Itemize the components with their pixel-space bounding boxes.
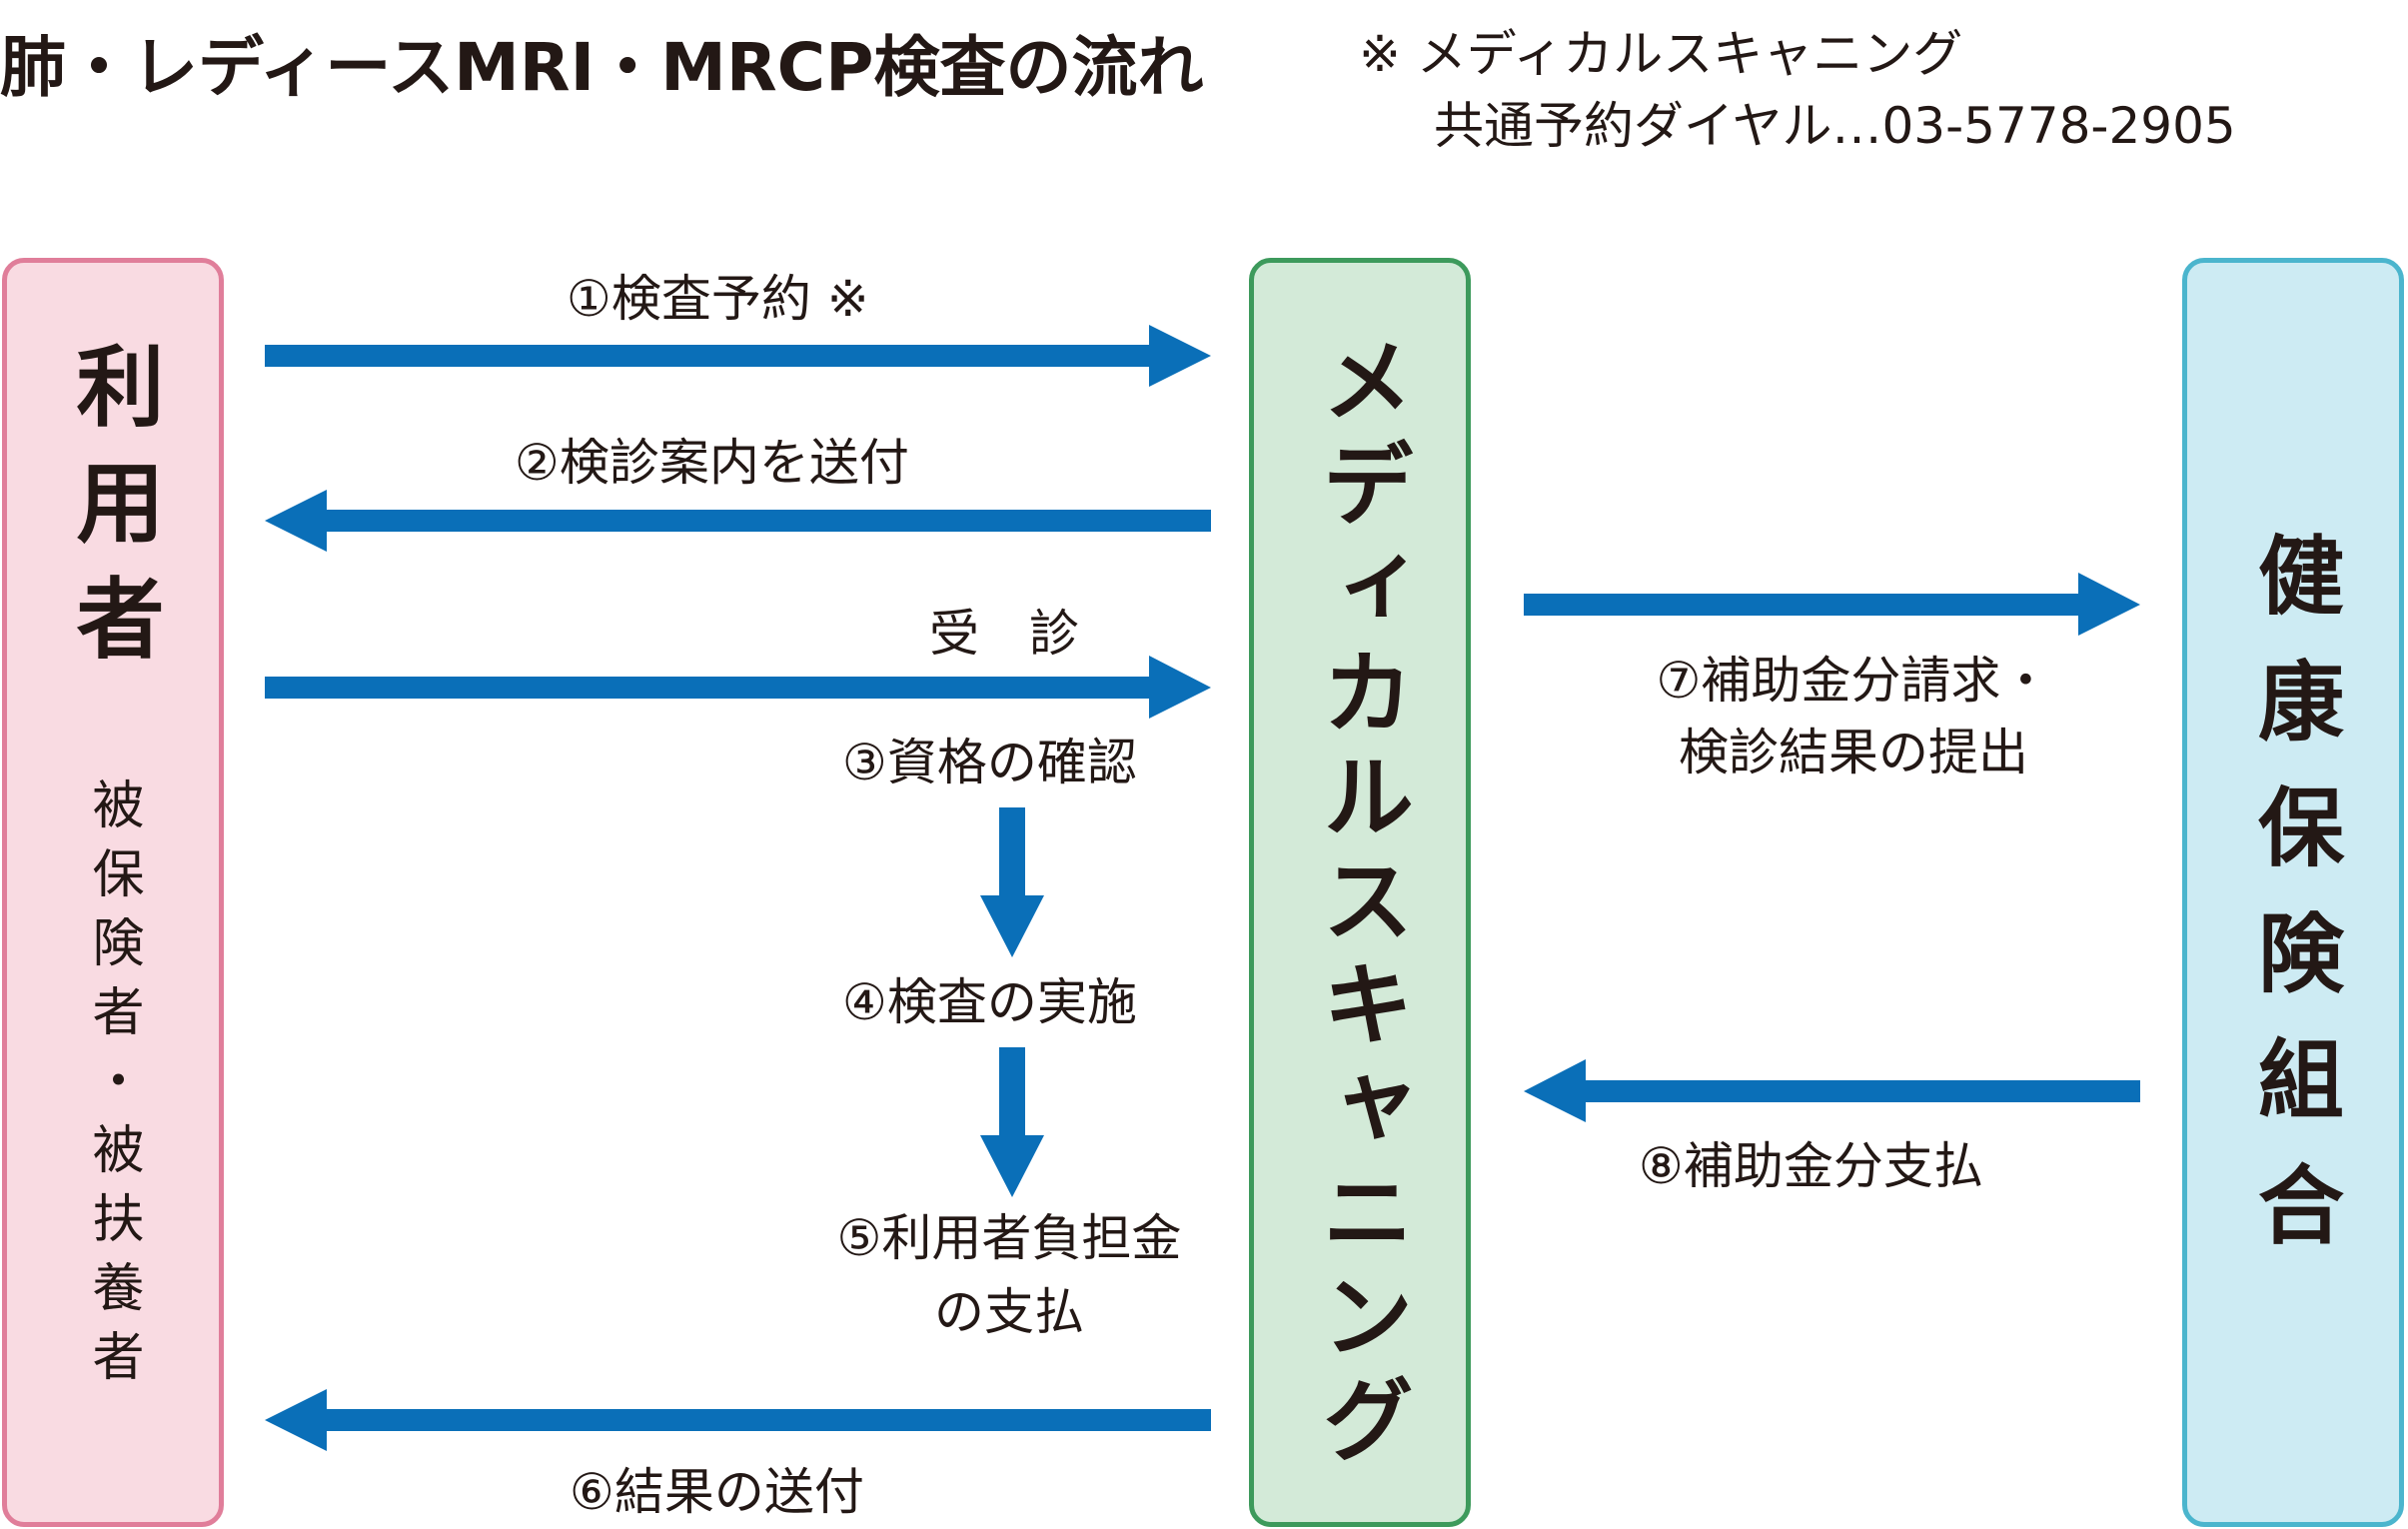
note-line-1: ※ メディカルスキャニング	[1359, 25, 1963, 83]
arrow-claim	[1524, 573, 2140, 636]
insurer-title: 健康保険組合	[2187, 531, 2399, 1286]
arrow-down-2	[980, 1047, 1044, 1197]
user-title: 利用者	[7, 341, 219, 689]
step-2-label: ②検診案内を送付	[515, 434, 909, 492]
step-6-label: ⑥結果の送付	[570, 1463, 864, 1521]
arrow-down-1	[980, 807, 1044, 957]
user-subtitle-text: 被保険者・被扶養者	[83, 777, 143, 1398]
user-box: 利用者 被保険者・被扶養者	[2, 258, 224, 1527]
step-7-line-1: ⑦補助金分請求・	[1656, 652, 2051, 710]
user-title-char: 利用者	[62, 341, 165, 689]
clinic-title-text: メディカルスキャニング	[1306, 333, 1414, 1476]
step-3-label: ③資格の確認	[842, 734, 1137, 791]
step-1-label: ①検査予約 ※	[567, 270, 869, 328]
arrow-reservation	[265, 325, 1211, 387]
page-title: 肺・レディースMRI・MRCP検査の流れ	[0, 29, 1204, 106]
step-5-label: ⑤利用者負担金 の支払	[814, 1207, 1204, 1343]
step-7-line-2: 検診結果の提出	[1679, 724, 2028, 781]
clinic-title: メディカルスキャニング	[1254, 333, 1466, 1476]
step-5-line-2: の支払	[934, 1283, 1084, 1341]
user-subtitle: 被保険者・被扶養者	[7, 777, 219, 1398]
arrow-visit	[265, 656, 1211, 719]
step-7-label: ⑦補助金分請求・ 検診結果の提出	[1604, 650, 2103, 783]
insurer-title-text: 健康保険組合	[2242, 531, 2343, 1286]
clinic-box: メディカルスキャニング	[1249, 258, 1471, 1527]
reservation-note: ※ メディカルスキャニング 共通予約ダイヤル…03-5778-2905	[1359, 18, 2236, 162]
step-4-label: ④検査の実施	[842, 973, 1137, 1031]
step-8-label: ⑧補助金分支払	[1639, 1137, 1983, 1195]
arrow-payment	[1524, 1059, 2140, 1122]
visit-label: 受 診	[929, 605, 1079, 663]
insurer-box: 健康保険組合	[2182, 258, 2404, 1527]
arrow-guide-send	[265, 490, 1211, 552]
note-line-2: 共通予約ダイヤル…03-5778-2905	[1434, 97, 2236, 155]
arrow-result-send	[265, 1389, 1211, 1451]
step-5-line-1: ⑤利用者負担金	[836, 1209, 1182, 1267]
